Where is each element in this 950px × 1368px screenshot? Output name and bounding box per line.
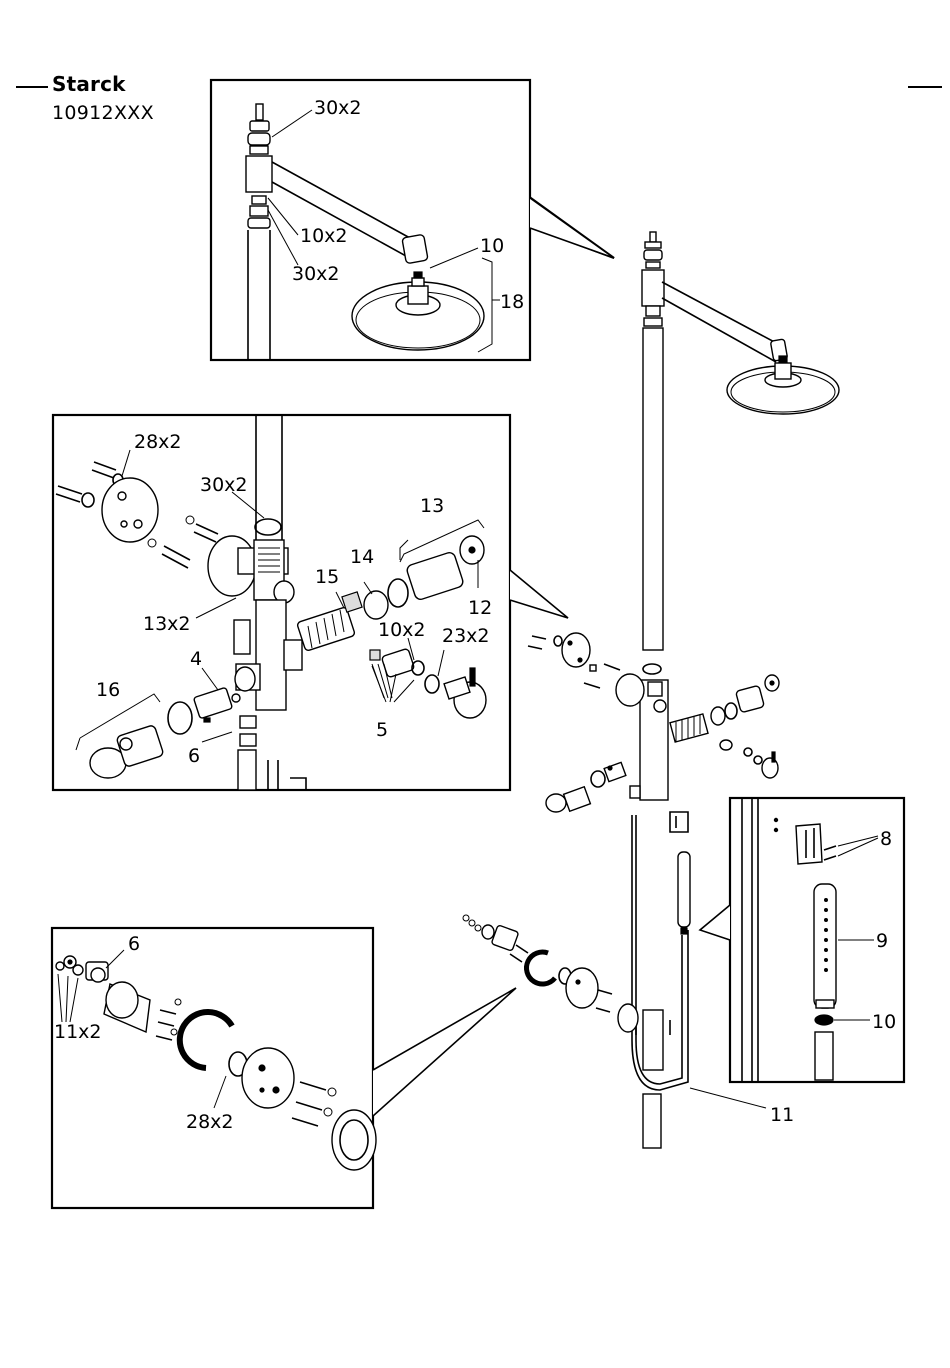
callout-top-10: 10 <box>480 235 504 257</box>
detail-box-wall-outlet <box>52 928 516 1208</box>
callout-top-30x2-b: 30x2 <box>292 263 340 285</box>
callout-mid-12: 12 <box>468 597 492 619</box>
callout-mid-6: 6 <box>188 745 200 767</box>
callout-top-10x2: 10x2 <box>300 225 348 247</box>
callout-bottom-6: 6 <box>128 933 140 955</box>
leader-line-11 <box>690 1088 766 1108</box>
detail-box-hand-shower <box>700 798 904 1082</box>
callout-top-30x2-a: 30x2 <box>314 97 362 119</box>
callout-mid-5: 5 <box>376 719 388 741</box>
callout-mid-14: 14 <box>350 546 374 568</box>
callout-mid-13x2: 13x2 <box>143 613 191 635</box>
callout-mid-15: 15 <box>315 566 339 588</box>
detail-box-shower-arm <box>211 80 614 360</box>
callout-mid-28x2: 28x2 <box>134 431 182 453</box>
callout-right-8: 8 <box>880 828 892 850</box>
callout-mid-10x2: 10x2 <box>378 619 426 641</box>
callout-mid-13: 13 <box>420 495 444 517</box>
callout-main-11: 11 <box>770 1104 794 1126</box>
callout-mid-30x2: 30x2 <box>200 474 248 496</box>
callout-top-18: 18 <box>500 291 524 313</box>
callout-right-9: 9 <box>876 930 888 952</box>
callout-mid-4: 4 <box>190 648 202 670</box>
callout-bottom-11x2: 11x2 <box>54 1021 102 1043</box>
callout-bottom-28x2: 28x2 <box>186 1111 234 1133</box>
callout-mid-16: 16 <box>96 679 120 701</box>
callout-right-10: 10 <box>872 1011 896 1033</box>
callout-mid-23x2: 23x2 <box>442 625 490 647</box>
